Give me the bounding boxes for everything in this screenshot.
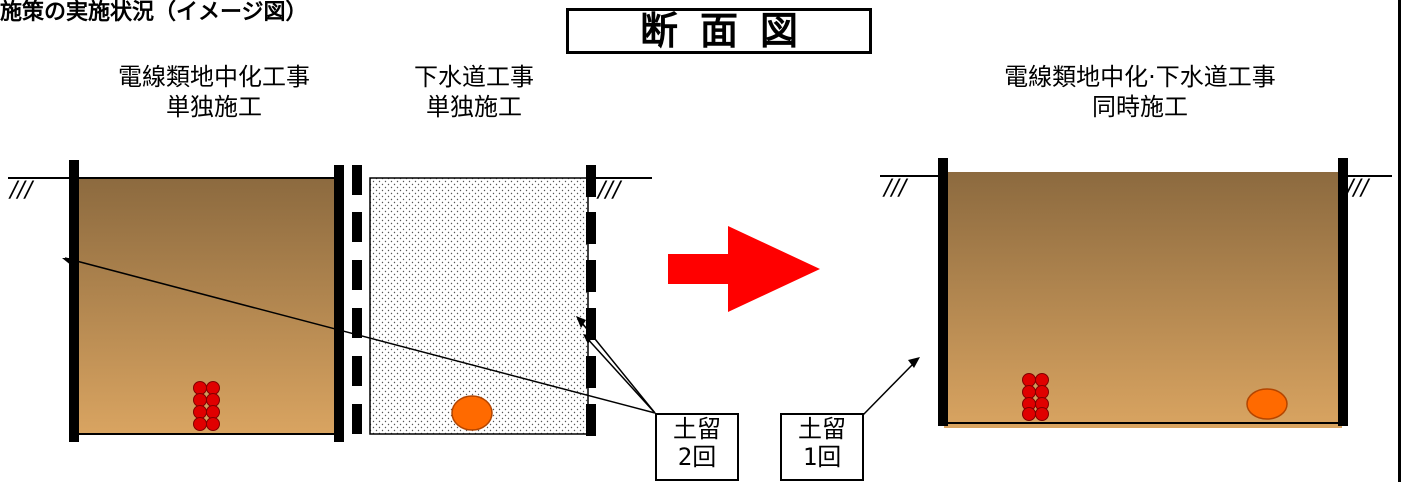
leader-arrowhead-2 [576, 316, 586, 328]
leader-line-2 [577, 317, 656, 414]
sewer-pipe-right [1246, 388, 1288, 420]
leader-line-1 [64, 257, 656, 414]
callout-retaining-1-line1: 土留 [798, 415, 846, 443]
soil-combined-trench [944, 172, 1342, 428]
sheet-pile-left [69, 160, 79, 442]
label-cable-single-line1: 電線類地中化工事 [118, 63, 310, 91]
section-title: 断面図 [639, 9, 820, 53]
cable-cluster-right [1022, 373, 1049, 421]
cable-cluster-left [193, 381, 220, 431]
leader-arrowhead-3 [583, 334, 593, 344]
sheet-pile-shared [334, 165, 344, 442]
ground-mark-mid: /// [598, 178, 621, 203]
label-simultaneous-line2: 同時施工 [1092, 93, 1188, 121]
label-simultaneous: 電線類地中化·下水道工事 同時施工 [950, 62, 1330, 122]
sheet-pile-sewer-right [586, 165, 596, 436]
sheet-pile-combined-left [938, 158, 948, 426]
sewer-pipe-left [451, 395, 493, 431]
callout-retaining-1-line2: 1回 [802, 443, 842, 471]
callout-retaining-2-line1: 土留 [673, 415, 721, 443]
soil-cable-trench [74, 177, 338, 435]
label-simultaneous-line1: 電線類地中化·下水道工事 [1004, 63, 1276, 91]
leader-arrowhead-1 [62, 258, 76, 266]
ground-mark-right-a: /// [884, 176, 907, 201]
label-sewer-single: 下水道工事 単独施工 [364, 62, 584, 122]
label-sewer-single-line2: 単独施工 [426, 93, 522, 121]
callout-retaining-1: 土留 1回 [780, 413, 864, 481]
ground-mark-left: /// [10, 178, 33, 203]
leader-arrowhead-4 [908, 357, 920, 368]
label-cable-single: 電線類地中化工事 単独施工 [84, 62, 344, 122]
transition-arrow [668, 226, 820, 312]
label-cable-single-line2: 単独施工 [166, 93, 262, 121]
leader-line-4 [861, 361, 916, 417]
sheet-pile-combined-right [1338, 158, 1348, 426]
leader-line-3 [584, 335, 656, 414]
callout-retaining-2: 土留 2回 [655, 413, 739, 481]
page-header-title: 施策の実施状況（イメージ図） [0, 0, 308, 25]
sheet-pile-sewer-left-dashes [352, 165, 362, 434]
label-sewer-single-line1: 下水道工事 [414, 63, 534, 91]
soil-sewer-trench [369, 177, 589, 435]
sheet-pile-sewer-left [352, 162, 362, 444]
section-title-box: 断面図 [566, 8, 872, 54]
ground-mark-right-b: /// [1346, 176, 1369, 201]
page-right-border [1398, 0, 1401, 482]
callout-retaining-2-line2: 2回 [677, 443, 717, 471]
